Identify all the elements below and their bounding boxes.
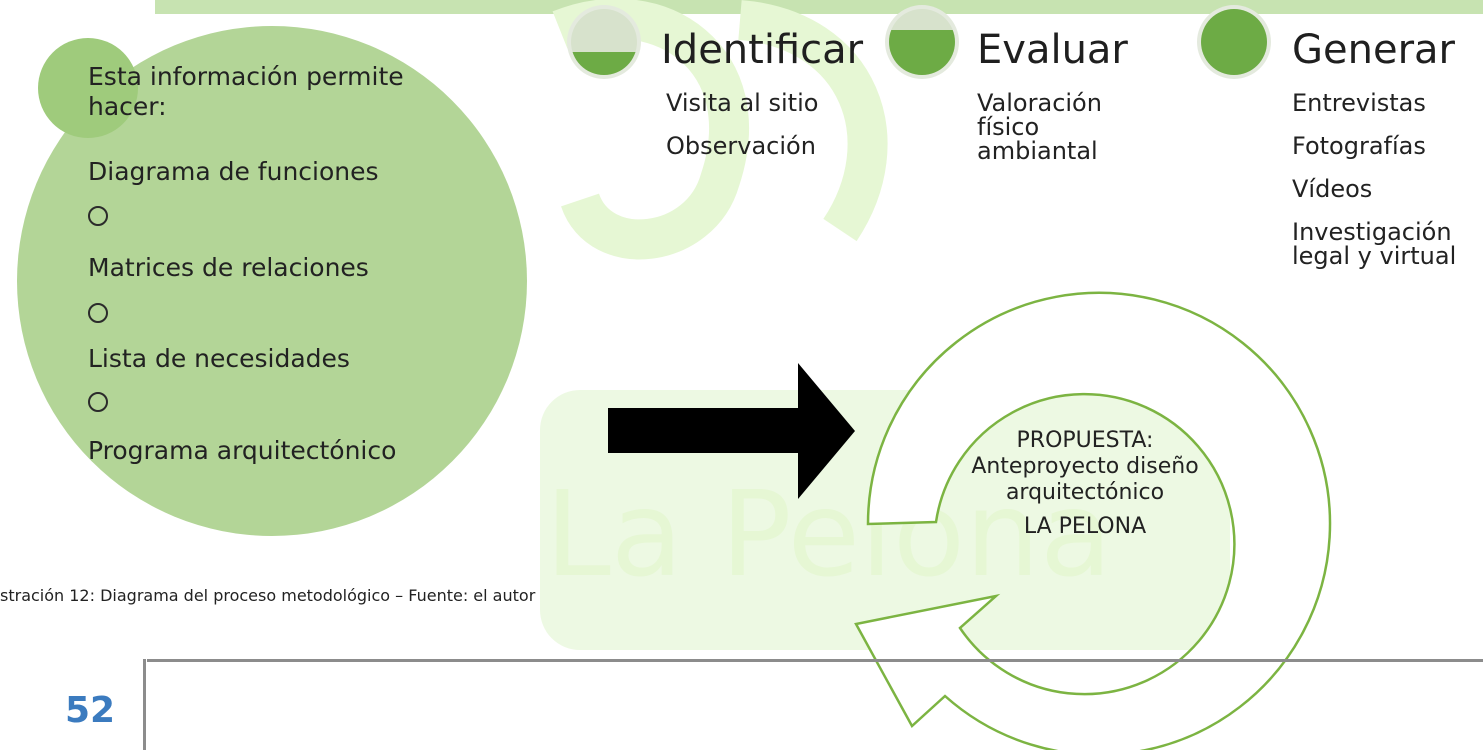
accent-circle [38,38,138,138]
generar-item-fotografias: Fotografías [1292,132,1426,160]
evaluar-phase-icon [885,5,959,79]
info-item-matrices: Matrices de relaciones [88,253,369,282]
bullet-circle-icon [88,206,108,226]
bullet-circle-icon [88,392,108,412]
generar-phase-icon [1197,5,1271,79]
identificar-item-observacion: Observación [666,132,816,160]
identificar-phase-icon [567,5,641,79]
proposal-description: Anteproyecto diseño arquitectónico [971,454,1199,505]
generar-item-entrevistas: Entrevistas [1292,89,1426,117]
generar-item-videos: Vídeos [1292,175,1373,203]
right-arrow-icon [608,363,855,499]
page-number: 52 [65,690,116,731]
cycle-arrow-icon [854,291,1332,750]
phase-title-evaluar: Evaluar [977,27,1128,73]
info-item-lista: Lista de necesidades [88,344,350,373]
figure-caption: stración 12: Diagrama del proceso metodo… [0,586,536,605]
footer-divider [147,659,1483,662]
bullet-circle-icon [88,303,108,323]
info-intro: Esta información permite hacer: [88,62,404,121]
header-bar [155,0,1483,14]
watermark-text: La Pelona [545,465,1112,603]
proposal-project-name: LA PELONA [1023,514,1147,539]
generar-item-investigacion: Investigación legal y virtual [1292,218,1457,270]
info-item-diagrama: Diagrama de funciones [88,157,379,186]
phase-title-identificar: Identificar [661,27,864,73]
identificar-item-visita: Visita al sitio [666,89,819,117]
page-number-divider [143,659,146,750]
phase-title-generar: Generar [1292,27,1455,73]
evaluar-item-valoracion: Valoración físico ambiantal [977,89,1102,165]
proposal-heading: PROPUESTA: [1016,428,1154,453]
proposal-text: PROPUESTA: Anteproyecto diseño arquitect… [935,428,1235,540]
info-item-programa: Programa arquitectónico [88,436,397,465]
